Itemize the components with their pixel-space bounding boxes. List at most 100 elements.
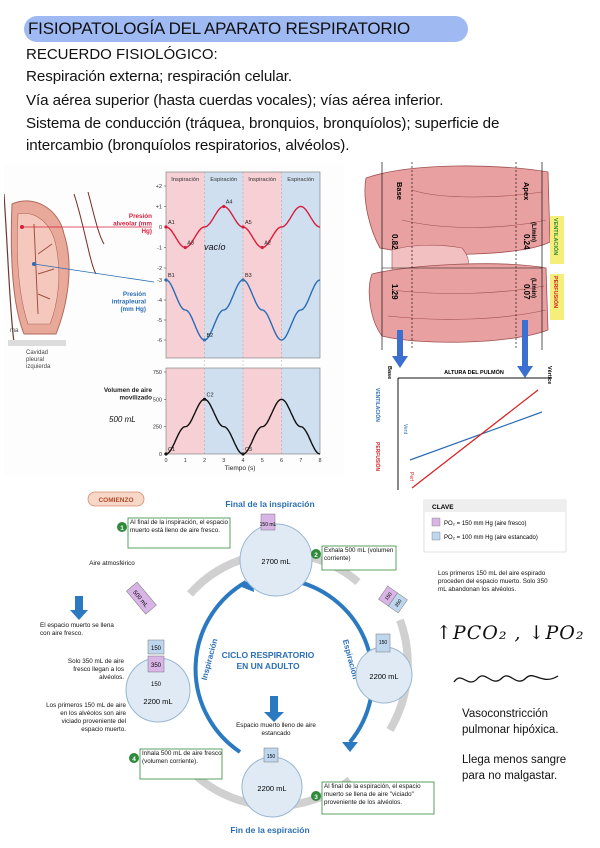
step-2-number: 2 bbox=[314, 552, 318, 559]
lung-vq-figure: Base Apex 0.82 0.24 1.29 0.07 (L/min) (L… bbox=[364, 162, 564, 490]
phase-bg-3 bbox=[281, 172, 320, 358]
x-axis-label: Tiempo (s) bbox=[225, 465, 256, 472]
end-inspiration-title: Final de la inspiración bbox=[225, 499, 314, 509]
volume-note: 500 mL bbox=[109, 415, 136, 424]
vol-top: 2700 mL bbox=[261, 557, 290, 566]
point-label: B2 bbox=[207, 333, 214, 339]
y-tick-label: 0 bbox=[159, 225, 162, 231]
point-label: C1 bbox=[168, 447, 175, 453]
point-label: B3 bbox=[245, 273, 252, 279]
apex-down-arrow bbox=[522, 320, 528, 366]
perfusion-line bbox=[411, 389, 539, 489]
step-3-text: Al final de la espiración, el espacio mu… bbox=[324, 783, 421, 806]
data-point bbox=[164, 225, 168, 229]
y-tick-label: 750 bbox=[153, 370, 162, 376]
phase-bg-vol-0 bbox=[166, 368, 205, 454]
vol-right: 2200 mL bbox=[369, 672, 398, 681]
aire-atmosferico-label: Aire atmosférico bbox=[89, 560, 135, 567]
x-tick-label: 6 bbox=[280, 458, 283, 464]
apex-ventilation-value: 0.24 bbox=[522, 234, 531, 250]
y-tick-label: -3 bbox=[157, 278, 162, 284]
comienzo-badge: COMIENZO bbox=[98, 497, 133, 504]
x-tick-label: 7 bbox=[299, 458, 302, 464]
data-point bbox=[164, 278, 168, 282]
step-4-number: 4 bbox=[132, 756, 136, 763]
y-tick-label: -6 bbox=[157, 338, 162, 344]
base-ventilation-value: 0.82 bbox=[390, 234, 399, 250]
perf-line-label: Perf bbox=[408, 472, 414, 482]
ventilation-tag: VENTILACIÓN bbox=[552, 218, 560, 255]
apex-perfusion-value: 0.07 bbox=[522, 284, 531, 300]
point-label: C2 bbox=[207, 392, 214, 398]
step-3-number: 3 bbox=[314, 794, 318, 801]
left-note-2: Solo 350 mL de aire fresco llegan a los … bbox=[67, 658, 124, 681]
axis-base-label: Base bbox=[386, 366, 392, 379]
phase-bg-1 bbox=[204, 172, 243, 358]
handwritten-vacio: vacío bbox=[204, 242, 226, 252]
phase-bg-0 bbox=[166, 172, 205, 358]
step-2-text: Exhala 500 mL (volumen corriente) bbox=[324, 547, 394, 562]
point-label: A5 bbox=[245, 220, 252, 226]
down-arrow-center bbox=[264, 712, 284, 722]
step-1-number: 1 bbox=[120, 525, 124, 532]
step-1-text: Al final de la inspiración, el espacio m… bbox=[130, 519, 229, 534]
point-label: B1 bbox=[168, 273, 175, 279]
data-point bbox=[241, 225, 245, 229]
vol-bottom: 2200 mL bbox=[257, 784, 286, 793]
note-vasoconstriccion: Vasoconstricción pulmonar hipóxica. bbox=[462, 708, 559, 736]
bolus-350-right: 350 bbox=[394, 598, 404, 608]
thorax-illustration bbox=[4, 191, 105, 346]
y-tick-label: -1 bbox=[157, 246, 162, 252]
point-label: A1 bbox=[168, 220, 175, 226]
base-down-arrow bbox=[397, 330, 403, 356]
note-llega-menos: Llega menos sangre para no malgastar. bbox=[462, 754, 567, 782]
key-stale: PO₂ = 100 mm Hg (aire estancado) bbox=[444, 535, 538, 541]
vent-line-label: Vent bbox=[402, 424, 408, 435]
phase-bg-vol-3 bbox=[281, 368, 320, 454]
bolus-150-right: 150 bbox=[384, 591, 394, 601]
handwritten-squiggle bbox=[453, 675, 559, 683]
y-tick-label: 0 bbox=[159, 452, 162, 458]
phase-bg-2 bbox=[243, 172, 282, 358]
data-point bbox=[222, 204, 226, 209]
data-point bbox=[260, 245, 264, 250]
y-tick-label: -4 bbox=[157, 298, 162, 304]
y-ventilation-label: VENTILACIÓN bbox=[374, 388, 382, 422]
lung-illustration bbox=[364, 162, 551, 350]
left-150b: 150 bbox=[151, 682, 162, 688]
base-label: Base bbox=[395, 182, 404, 200]
text-line-3: Sistema de conducción (tráquea, bronquio… bbox=[26, 115, 500, 132]
phase-label: Espiración bbox=[287, 177, 314, 183]
lung-height-label: ALTURA DEL PULMÓN bbox=[444, 368, 504, 376]
ma-label: ma bbox=[10, 328, 19, 334]
y-tick-label: +1 bbox=[156, 205, 162, 211]
section-subtitle: RECUERDO FISIOLÓGICO: bbox=[26, 46, 218, 63]
dead-space-top: 150 mL bbox=[260, 522, 277, 528]
vol-left: 2200 mL bbox=[143, 697, 172, 706]
text-line-4: intercambio (bronquíolos respiratorios, … bbox=[26, 137, 350, 154]
point-label: A3 bbox=[187, 241, 194, 247]
center-bottom-note: Espacio muerto lleno de aire estancado bbox=[236, 722, 316, 737]
data-point bbox=[164, 452, 168, 456]
handwritten-formula: ↑PCO₂ , ↓PO₂ bbox=[436, 622, 585, 644]
step-4-text: Inhala 500 mL de aire fresco (volumen co… bbox=[142, 750, 222, 765]
y-tick-label: +2 bbox=[156, 184, 162, 190]
left-note-1: El espacio muerto se llena con aire fres… bbox=[40, 622, 114, 637]
dead-space-right: 150 bbox=[379, 640, 388, 646]
page-title: FISIOPATOLOGÍA DEL APARATO RESPIRATORIO bbox=[24, 16, 468, 42]
down-arrow-left bbox=[70, 610, 88, 620]
dead-space-bottom: 150 bbox=[267, 754, 276, 760]
end-expiration-title: Fin de la espiración bbox=[230, 825, 309, 835]
base-perfusion-value: 1.29 bbox=[390, 284, 399, 300]
apex-label: Apex bbox=[522, 182, 531, 201]
phase-bg-vol-2 bbox=[243, 368, 282, 454]
phase-label: Inspiración bbox=[248, 177, 276, 183]
point-label: A2 bbox=[264, 241, 271, 247]
data-point bbox=[202, 397, 207, 401]
